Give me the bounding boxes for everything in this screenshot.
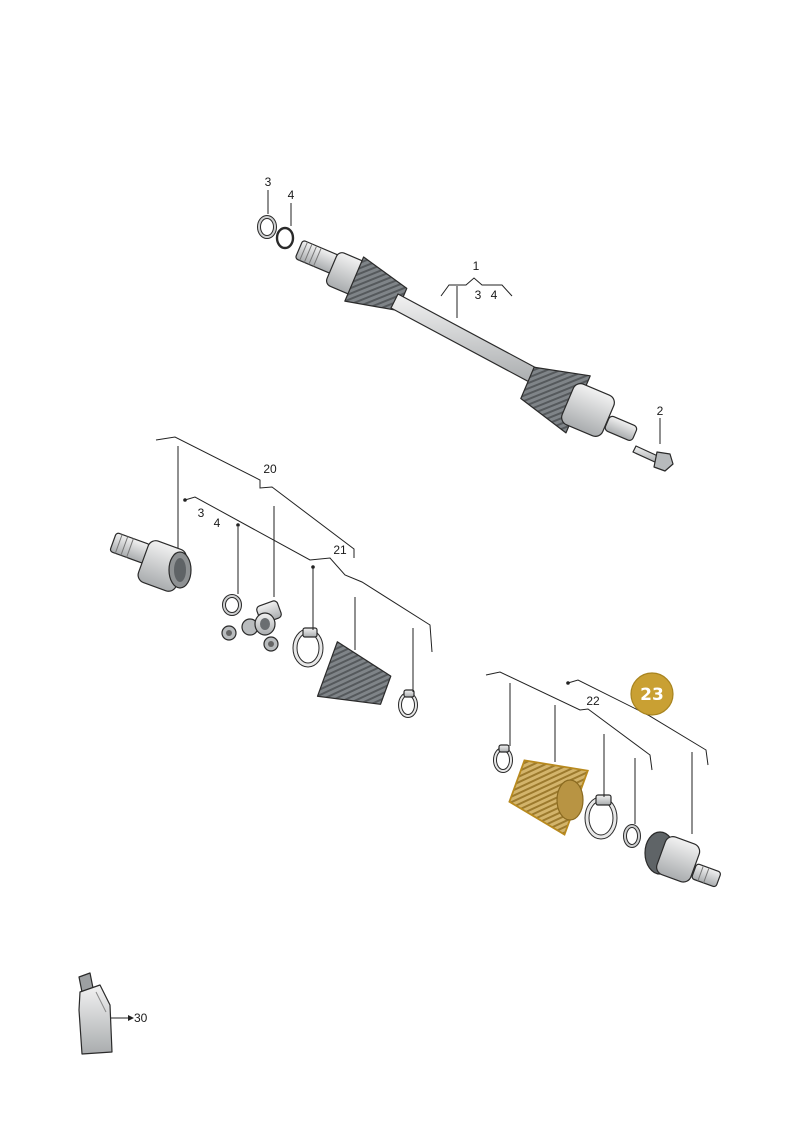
- label-shaft-sub-circlip: 3: [475, 288, 482, 302]
- leaders-middle: [155, 436, 433, 692]
- outer-boot-highlighted[interactable]: [505, 749, 589, 836]
- inner-boot-clamp-small[interactable]: [398, 689, 418, 718]
- label-grease: 30: [134, 1011, 148, 1025]
- outer-boot-clamp-small[interactable]: [493, 744, 513, 773]
- inner-joint-housing[interactable]: [109, 532, 192, 593]
- hex-bolt[interactable]: [632, 445, 674, 472]
- inner-circlip[interactable]: [222, 594, 242, 616]
- label-inner-joint-set: 20: [263, 462, 277, 476]
- label-hex-bolt: 2: [657, 404, 664, 418]
- label-outer-boot-kit: 22: [586, 694, 600, 708]
- label-circlip-top: 3: [265, 175, 272, 189]
- outer-circlip[interactable]: [623, 824, 641, 848]
- drive-shaft-assembly[interactable]: [295, 240, 638, 442]
- circlip-top[interactable]: [257, 215, 277, 239]
- grease-tube[interactable]: [78, 972, 113, 1055]
- label-drive-shaft: 1: [473, 259, 480, 273]
- highlight-badge-number: 23: [640, 685, 664, 705]
- inner-boot[interactable]: [316, 641, 395, 718]
- inner-boot-clamp-large[interactable]: [292, 627, 324, 668]
- tripod-spider[interactable]: [221, 600, 282, 652]
- label-o-ring-top: 4: [288, 188, 295, 202]
- highlight-badge[interactable]: 23: [630, 672, 674, 716]
- label-inner-boot-kit: 21: [333, 543, 347, 557]
- leader-grease: [111, 1015, 134, 1021]
- o-ring-top[interactable]: [275, 226, 295, 250]
- outer-boot-clamp-large[interactable]: [584, 794, 618, 840]
- label-inner-sub-circlip: 3: [198, 506, 205, 520]
- label-shaft-sub-o-ring: 4: [491, 288, 498, 302]
- label-inner-sub-o-ring: 4: [214, 516, 221, 530]
- leaders-top: [267, 190, 661, 444]
- outer-cv-joint[interactable]: [644, 831, 721, 888]
